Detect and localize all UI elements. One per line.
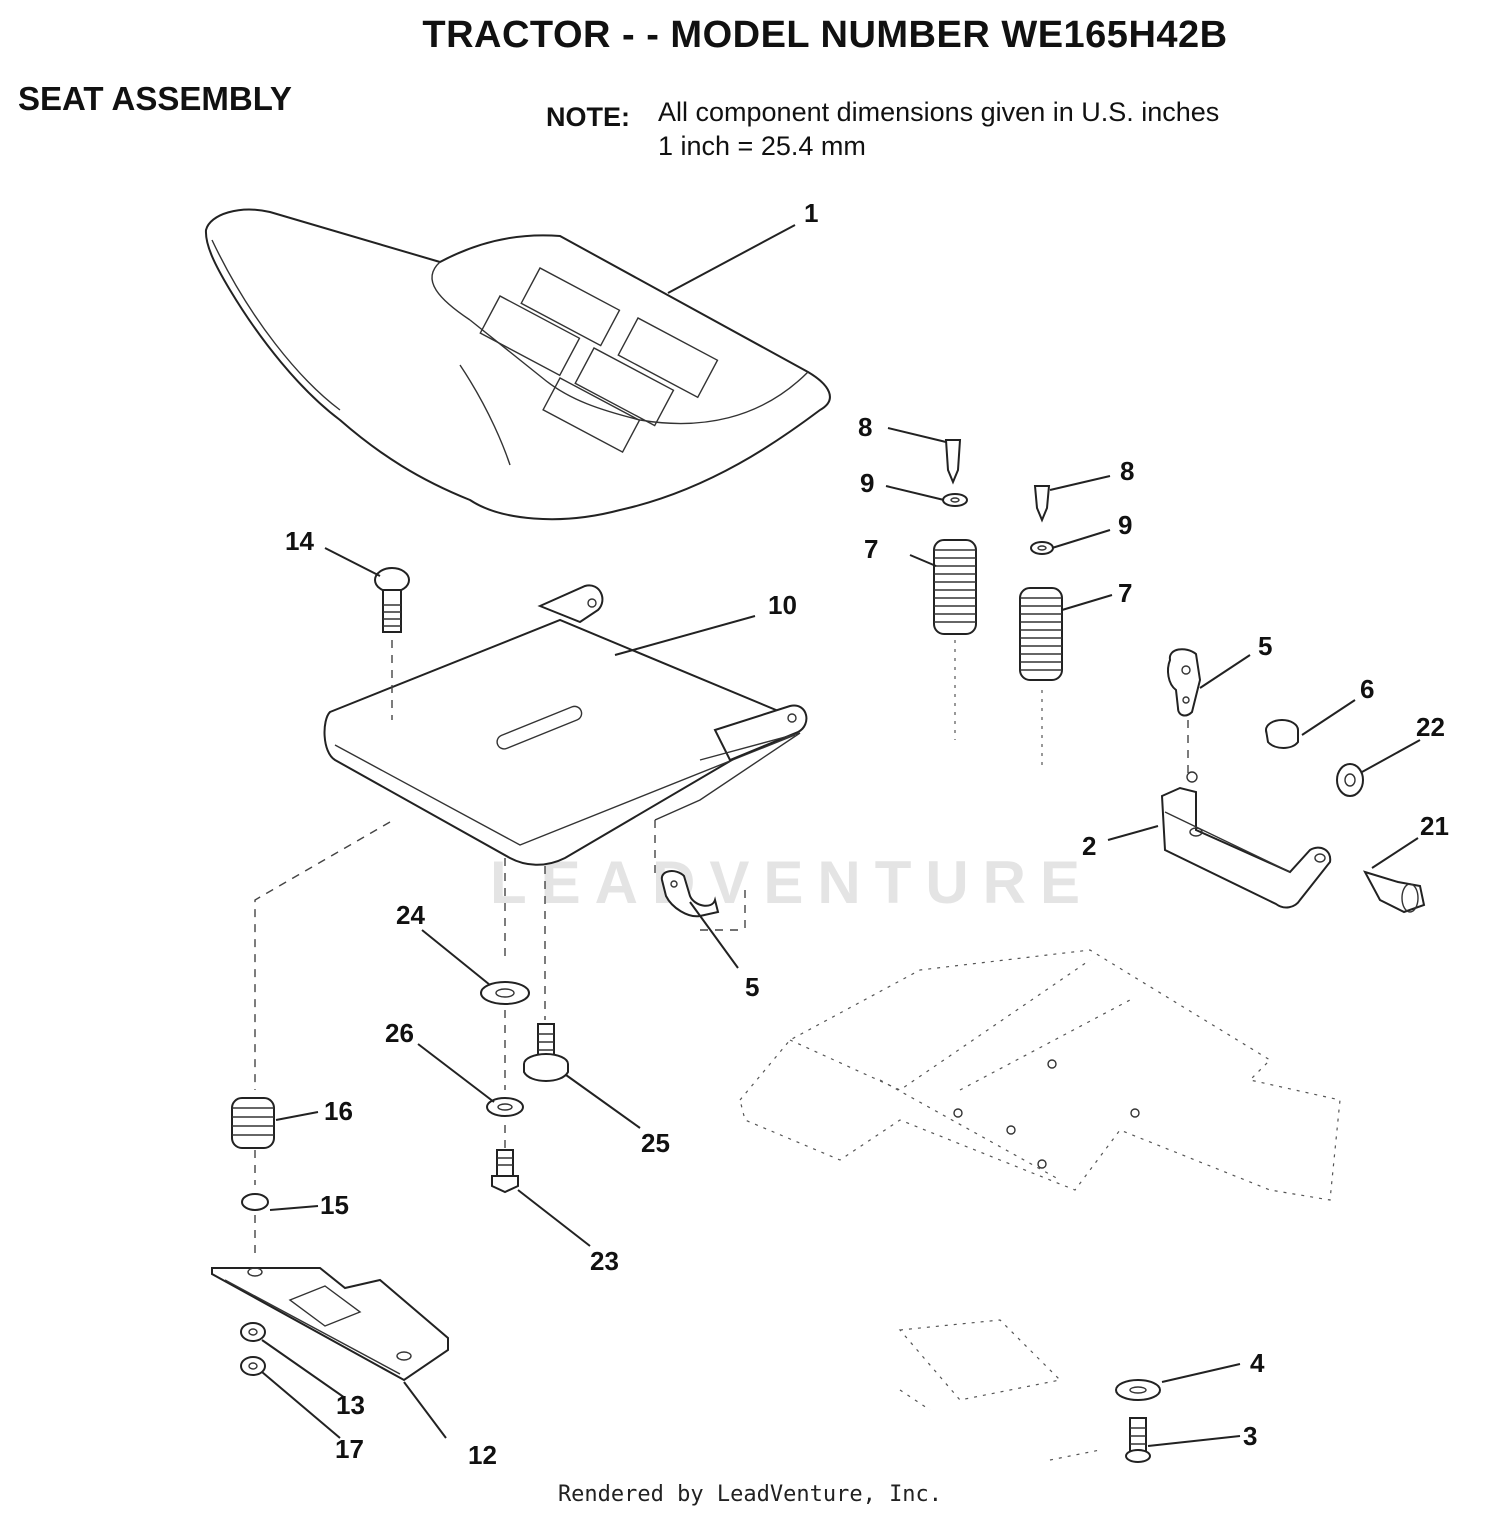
exploded-parts-diagram: 1 2 3 4 5 5 6 7 7 8 8 9 9 10 12 13 14 15… (204, 198, 1449, 1470)
seat-pan-part-10[interactable] (323, 584, 808, 866)
knob-part-6[interactable] (1265, 719, 1299, 749)
bolt-part-3[interactable] (1125, 1417, 1151, 1463)
callout-labels: 1 2 3 4 5 5 6 7 7 8 8 9 9 10 12 13 14 15… (285, 198, 1449, 1470)
pin-part-21[interactable] (1362, 870, 1426, 914)
leader-lines (261, 224, 1421, 1447)
callout-22: 22 (1416, 712, 1445, 742)
washer-part-4[interactable] (1115, 1379, 1161, 1401)
callout-24: 24 (396, 900, 425, 930)
callout-7-right: 7 (1118, 578, 1132, 608)
callout-5-lower: 5 (745, 972, 759, 1002)
pin-part-8-right[interactable] (1033, 485, 1051, 523)
callout-4: 4 (1250, 1348, 1265, 1378)
callout-6: 6 (1360, 674, 1374, 704)
callout-16: 16 (324, 1096, 353, 1126)
callout-12: 12 (468, 1440, 497, 1470)
spring-part-7-right[interactable] (1019, 587, 1063, 681)
footer-credit: Rendered by LeadVenture, Inc. (557, 1482, 943, 1507)
callout-8-left: 8 (858, 412, 872, 442)
spring-part-7-left[interactable] (933, 539, 977, 635)
pin-part-8-left[interactable] (944, 439, 962, 485)
bracket-part-2[interactable] (1160, 771, 1332, 909)
bolt-part-14[interactable] (374, 567, 410, 633)
washer-part-24[interactable] (480, 981, 530, 1005)
callout-5-upper: 5 (1258, 631, 1272, 661)
page-title: TRACTOR - - MODEL NUMBER WE165H42B (422, 14, 1228, 56)
washer-part-15[interactable] (241, 1193, 269, 1211)
callout-9-left: 9 (860, 468, 874, 498)
callout-1: 1 (804, 198, 818, 228)
section-title: SEAT ASSEMBLY (18, 80, 292, 117)
tractor-frame-reference (739, 949, 1341, 1461)
seat-part-1[interactable] (204, 208, 831, 521)
callout-13: 13 (336, 1390, 365, 1420)
callout-21: 21 (1420, 811, 1449, 841)
callout-17: 17 (335, 1434, 364, 1464)
callout-10: 10 (768, 590, 797, 620)
note-line-conversion: 1 inch = 25.4 mm (658, 131, 866, 161)
callout-8-right: 8 (1120, 456, 1134, 486)
callout-23: 23 (590, 1246, 619, 1276)
callout-26: 26 (385, 1018, 414, 1048)
callout-15: 15 (320, 1190, 349, 1220)
note-label: NOTE: (546, 102, 630, 132)
nut-part-22[interactable] (1336, 763, 1364, 797)
plate-part-12[interactable] (211, 1267, 449, 1382)
callout-7-left: 7 (864, 534, 878, 564)
callout-14: 14 (285, 526, 314, 556)
clip-part-5-upper[interactable] (1167, 648, 1202, 717)
washer-part-9-right[interactable] (1030, 541, 1054, 555)
watermark: LEADVENTURE (490, 849, 1095, 916)
bolt-part-23[interactable] (491, 1149, 519, 1194)
clip-part-5-lower[interactable] (660, 870, 720, 918)
washer-part-26[interactable] (486, 1097, 524, 1117)
callout-2: 2 (1082, 831, 1096, 861)
spring-part-16[interactable] (231, 1097, 275, 1149)
nut-part-13[interactable] (240, 1322, 266, 1342)
note-line-dimensions: All component dimensions given in U.S. i… (658, 97, 1220, 127)
shoulder-bolt-part-25[interactable] (523, 1023, 569, 1082)
callout-3: 3 (1243, 1421, 1257, 1451)
callout-25: 25 (641, 1128, 670, 1158)
callout-9-right: 9 (1118, 510, 1132, 540)
nut-part-17[interactable] (240, 1356, 266, 1376)
washer-part-9-left[interactable] (942, 493, 968, 507)
